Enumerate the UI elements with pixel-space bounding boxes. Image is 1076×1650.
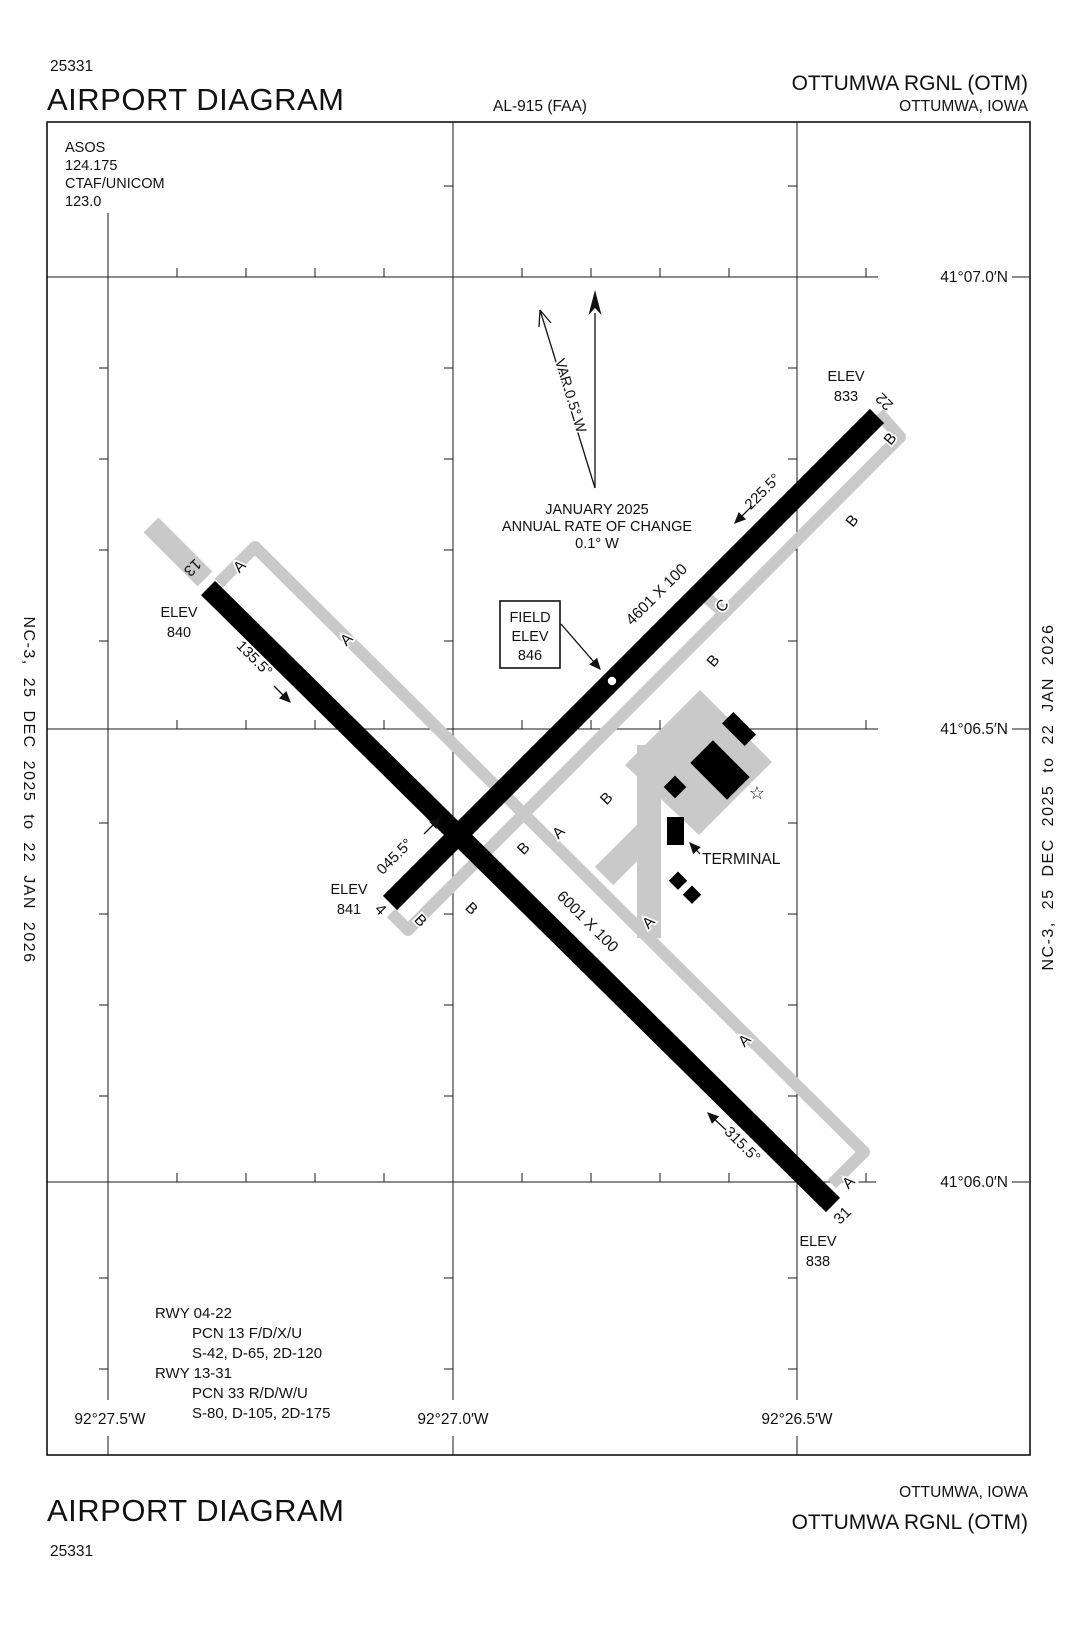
runway-data-line: S-80, D-105, 2D-175 <box>192 1405 330 1422</box>
building <box>682 885 702 904</box>
variation-arrow <box>538 309 596 489</box>
latitude-labels: 41°07.0′N 41°06.5′N 41°06.0′N <box>940 269 1008 1191</box>
runway-data-block: RWY 04-22 PCN 13 F/D/X/U S-42, D-65, 2D-… <box>155 1305 330 1422</box>
footer-chart-number: 25331 <box>50 1543 93 1560</box>
field-elev-text: FIELD ELEV 846 <box>509 610 550 664</box>
elev-31-label: ELEV <box>799 1234 836 1250</box>
building <box>722 712 756 746</box>
longitude-label: 92°26.5′W <box>761 1411 833 1428</box>
taxiway-a-path <box>214 541 870 1189</box>
taxiway-b-path <box>386 409 906 936</box>
runway-number-31: 31 <box>831 1204 855 1228</box>
ctaf-frequency: 123.0 <box>65 194 101 210</box>
runway-13-31 <box>200 580 841 1213</box>
elev-4-label: ELEV <box>330 882 367 898</box>
terminal-label: TERMINAL <box>702 851 781 868</box>
header-city: OTTUMWA, IOWA <box>899 98 1029 115</box>
runway13-overrun <box>143 517 213 587</box>
elev-4-value: 841 <box>337 902 361 918</box>
field-elev-pointer <box>560 623 601 670</box>
effective-dates-right: NC-3, 25 DEC 2025 to 22 JAN 2026 <box>1040 623 1057 970</box>
taxiway-b-label: B <box>462 899 481 918</box>
header-airport-name: OTTUMWA RGNL (OTM) <box>792 72 1028 95</box>
building <box>668 871 688 890</box>
footer-airport-name: OTTUMWA RGNL (OTM) <box>792 1511 1028 1534</box>
magnetic-variation-note: JANUARY 2025 ANNUAL RATE OF CHANGE 0.1° … <box>502 502 692 552</box>
runway-data-line: PCN 33 R/D/W/U <box>192 1385 308 1402</box>
runway-data-line: S-42, D-65, 2D-120 <box>192 1345 322 1362</box>
latitude-label: 41°07.0′N <box>940 269 1008 286</box>
footer-city: OTTUMWA, IOWA <box>899 1484 1029 1501</box>
runway-number-22: 22 <box>873 389 897 413</box>
asos-label: ASOS <box>65 140 105 156</box>
taxiway-network <box>214 409 906 1189</box>
building <box>690 740 750 800</box>
terminal-building <box>667 817 684 845</box>
header-chart-number: 25331 <box>50 58 93 75</box>
graticule-ticks <box>99 185 867 1370</box>
elev-13-label: ELEV <box>160 605 197 621</box>
elev-22-value: 833 <box>834 389 858 405</box>
svg-text:846: 846 <box>518 648 542 664</box>
longitude-label: 92°27.5′W <box>74 1411 146 1428</box>
beacon-star-icon: ☆ <box>749 783 765 803</box>
field-elev-point <box>607 676 617 686</box>
elev-22-label: ELEV <box>827 369 864 385</box>
variation-label: VAR 0.5° W <box>551 357 589 435</box>
comms-block: ASOS 124.175 CTAF/UNICOM 123.0 <box>65 140 165 210</box>
taxiway-b-label: B <box>514 839 533 858</box>
bearing-arrows <box>273 505 753 1131</box>
longitude-labels: 92°27.5′W 92°27.0′W 92°26.5′W <box>74 1411 833 1428</box>
svg-text:0.1° W: 0.1° W <box>575 536 619 552</box>
svg-text:ANNUAL RATE OF CHANGE: ANNUAL RATE OF CHANGE <box>502 519 692 535</box>
asos-frequency: 124.175 <box>65 158 117 174</box>
svg-text:JANUARY 2025: JANUARY 2025 <box>545 502 648 518</box>
taxiway-b-label: B <box>597 789 616 808</box>
runway-data-line: RWY 04-22 <box>155 1305 232 1322</box>
latitude-label: 41°06.0′N <box>940 1174 1008 1191</box>
page-title: AIRPORT DIAGRAM <box>47 82 344 117</box>
elevation-labels: ELEV 833 ELEV 840 ELEV 841 ELEV 838 <box>160 369 864 1270</box>
runways <box>200 408 885 1213</box>
taxiway-b-label: B <box>843 512 863 531</box>
header-chart-ref: AL-915 (FAA) <box>493 98 587 115</box>
taxiway-b-label: B <box>704 652 724 671</box>
longitude-label: 92°27.0′W <box>417 1411 489 1428</box>
graticule-lines <box>47 122 1029 1455</box>
latitude-label: 41°06.5′N <box>940 721 1008 738</box>
effective-dates-left: NC-3, 25 DEC 2025 to 22 JAN 2026 <box>20 616 37 963</box>
map-border <box>46 121 1031 1456</box>
runway-04-22 <box>382 408 885 911</box>
field-elev-box <box>499 600 561 669</box>
building <box>663 775 687 799</box>
runway-number-4: 4 <box>371 901 389 919</box>
svg-text:ELEV: ELEV <box>511 629 548 645</box>
runway-data-line: PCN 13 F/D/X/U <box>192 1325 302 1342</box>
buildings <box>663 712 756 904</box>
footer-title: AIRPORT DIAGRAM <box>47 1493 344 1528</box>
runway-data-line: RWY 13-31 <box>155 1365 232 1382</box>
north-arrow <box>588 290 602 488</box>
elev-13-value: 840 <box>167 625 191 641</box>
ctaf-label: CTAF/UNICOM <box>65 176 165 192</box>
terminal-pointer <box>689 842 701 855</box>
svg-text:FIELD: FIELD <box>509 610 550 626</box>
elev-31-value: 838 <box>806 1254 830 1270</box>
apron-band <box>594 818 662 886</box>
